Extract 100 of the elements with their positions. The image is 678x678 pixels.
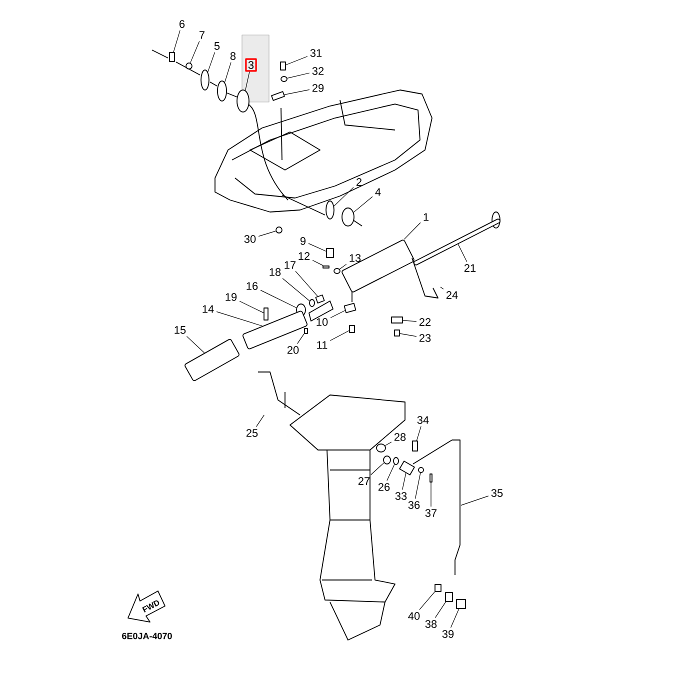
- leader-line: [216, 311, 263, 326]
- leader-line: [208, 52, 216, 72]
- washer: [280, 76, 288, 82]
- callout-number: 6: [180, 20, 185, 28]
- callout-number: 33: [395, 492, 407, 500]
- cable: [412, 258, 438, 298]
- grommet: [236, 90, 250, 112]
- leader-line: [297, 334, 304, 344]
- callout-number: 38: [425, 620, 437, 628]
- callout-number: 29: [312, 84, 324, 92]
- leader-line: [295, 270, 318, 297]
- leader-line: [402, 472, 406, 490]
- leader-line: [284, 89, 310, 96]
- washer: [309, 299, 315, 307]
- callout-number: 28: [394, 433, 406, 441]
- clip: [271, 91, 285, 101]
- leader-line: [460, 496, 489, 506]
- leader-line: [260, 290, 297, 308]
- leader-line: [450, 608, 460, 628]
- grommet: [326, 200, 334, 220]
- washer: [186, 62, 192, 70]
- spring: [315, 294, 325, 304]
- callout-number: 21: [464, 264, 476, 272]
- screw: [264, 308, 268, 320]
- callout-number: 12: [298, 252, 310, 260]
- callout-number: 10: [316, 318, 328, 326]
- clip: [326, 248, 334, 258]
- leader-line: [430, 482, 432, 507]
- callout-number: 5: [214, 42, 220, 50]
- callout-number: 35: [491, 489, 503, 497]
- leader-line: [330, 330, 350, 341]
- leader-line: [287, 72, 310, 79]
- drawing-code: 6E0JA-4070: [122, 632, 172, 640]
- leader-line: [258, 230, 276, 237]
- washer: [342, 208, 354, 226]
- leader-line: [458, 244, 468, 262]
- leader-line: [400, 333, 417, 337]
- callout-number: 16: [246, 282, 258, 290]
- plate: [456, 599, 466, 609]
- callout-number: 32: [312, 67, 324, 75]
- callout-number: 31: [310, 49, 322, 57]
- callout-number: 25: [246, 429, 258, 437]
- callout-number: 27: [358, 477, 370, 485]
- clip: [445, 592, 453, 602]
- callout-number: 34: [417, 416, 429, 424]
- grommet: [217, 80, 227, 102]
- bolt: [169, 52, 175, 62]
- leader-line: [440, 286, 444, 290]
- leader-line: [186, 336, 205, 354]
- callout-number: 30: [244, 235, 256, 243]
- callout-number: 11: [317, 341, 328, 349]
- leader-line: [282, 278, 310, 302]
- leader-line: [370, 462, 384, 476]
- nut: [276, 226, 282, 234]
- leader-line: [416, 426, 422, 441]
- leader-line: [386, 464, 395, 481]
- callout-number: 22: [419, 318, 431, 326]
- screw: [394, 330, 400, 336]
- callout-number: 8: [230, 52, 236, 60]
- callout-number: 19: [226, 293, 237, 301]
- leader-line: [239, 300, 264, 314]
- screw: [349, 325, 355, 333]
- leader-line: [224, 62, 232, 83]
- lever: [258, 372, 300, 416]
- bracket: [342, 240, 414, 292]
- washer: [418, 467, 424, 473]
- leader-line: [286, 56, 308, 66]
- leader-line: [419, 592, 435, 610]
- leader-line: [384, 442, 392, 446]
- leader-line: [414, 472, 421, 499]
- bolt: [280, 62, 286, 70]
- washer: [383, 456, 391, 464]
- bolt: [434, 584, 442, 592]
- pin: [430, 474, 432, 482]
- callout-number: 3: [245, 58, 257, 72]
- callout-number: 17: [284, 261, 296, 269]
- leader-line: [402, 320, 417, 322]
- bolt: [412, 440, 418, 452]
- callout-number: 37: [425, 509, 437, 517]
- leader-line: [334, 187, 354, 206]
- leader-line: [308, 243, 326, 252]
- leader-line: [173, 30, 180, 52]
- callout-number: 40: [408, 612, 420, 620]
- callout-number: 13: [350, 254, 361, 262]
- washer: [376, 444, 386, 452]
- washer: [334, 268, 340, 274]
- pin: [304, 328, 308, 334]
- callout-number: 39: [442, 630, 454, 638]
- callout-number: 23: [419, 334, 431, 342]
- leader-line: [190, 40, 200, 64]
- callout-number: 7: [200, 31, 204, 39]
- callout-number: 1: [424, 213, 429, 221]
- callout-number: 4: [375, 188, 381, 196]
- rod: [452, 440, 460, 576]
- callout-number: 18: [270, 268, 281, 276]
- washer: [200, 70, 210, 90]
- callout-number: 20: [287, 346, 299, 354]
- grip: [184, 338, 240, 382]
- callout-number: 24: [446, 291, 458, 299]
- lever: [399, 460, 415, 476]
